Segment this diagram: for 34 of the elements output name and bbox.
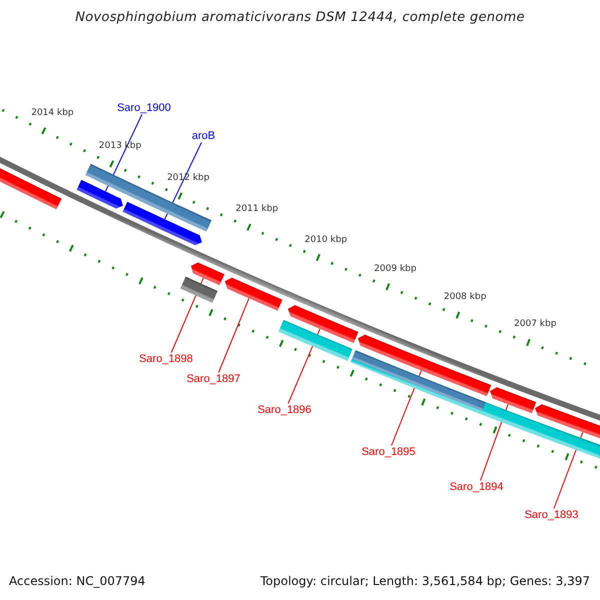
- gene-label: Saro_1893: [524, 509, 578, 521]
- gene-bar: [352, 350, 486, 412]
- leader-line: [164, 142, 202, 220]
- gene-bar: [350, 350, 600, 459]
- scale-label: 2009 kbp: [374, 264, 416, 274]
- gene-feature: [122, 202, 202, 246]
- gene-bar: [85, 164, 212, 232]
- gene-bar: [278, 320, 352, 361]
- gene-feature: [191, 262, 224, 286]
- title: Novosphingobium aromaticivorans DSM 12444, complete genome: [75, 10, 525, 26]
- gene-feature: [535, 404, 600, 438]
- gene-label: Saro_1895: [362, 446, 416, 458]
- genome-summary: Topology: circular; Length: 3,561,584 bp; Genes: 3,397: [260, 574, 590, 589]
- gene-bar: [0, 168, 62, 210]
- scale-label: 2008 kbp: [444, 292, 486, 302]
- gene-label: Saro_1897: [186, 373, 240, 385]
- leader-line: [218, 298, 250, 373]
- gene-label: Saro_1894: [450, 481, 504, 493]
- leader-line: [105, 114, 142, 192]
- scale-label: 2010 kbp: [304, 234, 348, 245]
- gene-feature: [76, 180, 123, 209]
- scale-label: 2007 kbp: [514, 319, 556, 330]
- gene-bar: [180, 276, 218, 303]
- gene-feature: [358, 334, 492, 396]
- gene-label: Saro_1900: [117, 102, 171, 114]
- gene-feature: [225, 278, 282, 311]
- gene-label: aroB: [192, 130, 216, 142]
- gene-feature: [490, 387, 536, 414]
- scale-label: 2014 kbp: [31, 108, 74, 118]
- gene-label: Saro_1898: [139, 353, 193, 365]
- accession-label: Accession: NC_007794: [9, 574, 146, 589]
- gene-label: Saro_1896: [258, 404, 312, 416]
- gene-feature: [288, 305, 358, 343]
- scale-label: 2011 kbp: [236, 204, 278, 214]
